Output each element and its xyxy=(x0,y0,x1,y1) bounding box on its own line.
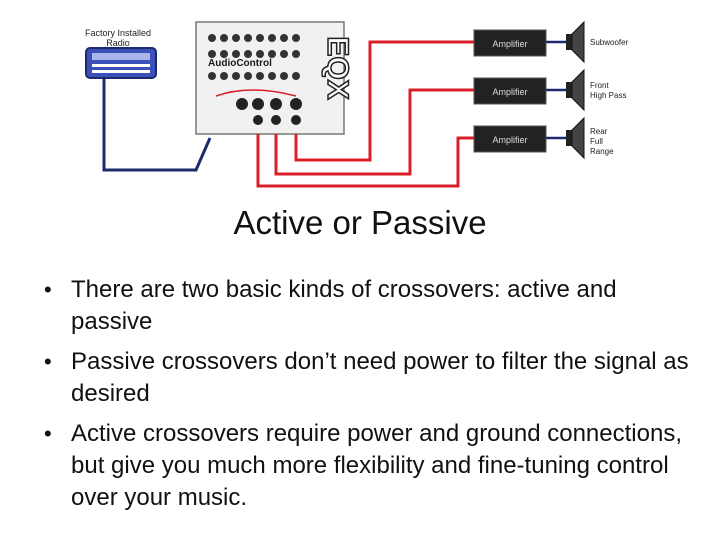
svg-text:Rear: Rear xyxy=(590,127,608,136)
bullet-dot: • xyxy=(44,349,52,374)
bullet-dot: • xyxy=(44,277,52,302)
amplifier-1: Amplifier xyxy=(473,29,547,57)
speaker-subwoofer: Subwoofer xyxy=(566,20,629,64)
svg-text:Front: Front xyxy=(590,81,609,90)
bullet-item: • Active crossovers require power and gro… xyxy=(44,418,694,514)
bullet-item: • Passive crossovers don’t need power to … xyxy=(44,346,694,410)
radio-label-line2: Radio xyxy=(106,38,130,48)
bullet-text: Active crossovers require power and grou… xyxy=(71,420,682,511)
svg-text:Range: Range xyxy=(590,147,614,156)
svg-text:Amplifier: Amplifier xyxy=(492,87,527,97)
bullet-item: • There are two basic kinds of crossovers… xyxy=(44,274,694,338)
svg-text:High Pass: High Pass xyxy=(590,91,626,100)
svg-text:Full: Full xyxy=(590,137,603,146)
svg-text:Subwoofer: Subwoofer xyxy=(590,38,629,47)
svg-text:Amplifier: Amplifier xyxy=(492,39,527,49)
signal-wires xyxy=(256,40,474,188)
brand-label: AudioControl xyxy=(208,58,272,69)
bullet-text: Passive crossovers don’t need power to f… xyxy=(71,348,689,407)
speaker-wires xyxy=(546,40,566,140)
model-label: EQX xyxy=(321,36,354,99)
speaker-rear-full-range: Rear Full Range xyxy=(566,116,614,160)
eqx-crossover-unit: AudioControl EQX xyxy=(195,21,355,135)
radio-label-line1: Factory Installed xyxy=(85,28,151,38)
svg-text:Amplifier: Amplifier xyxy=(492,135,527,145)
slide-title: Active or Passive xyxy=(233,204,487,241)
factory-radio: Factory Installed Radio xyxy=(85,28,157,79)
crossover-wiring-diagram: Factory Installed Radio AudioControl EQX… xyxy=(85,20,629,188)
amplifier-3: Amplifier xyxy=(473,125,547,153)
bullet-text: There are two basic kinds of crossovers:… xyxy=(71,276,617,335)
radio-to-crossover-wire xyxy=(102,78,212,172)
amplifier-2: Amplifier xyxy=(473,77,547,105)
bullet-list: • There are two basic kinds of crossovers… xyxy=(44,274,694,522)
speaker-front-high-pass: Front High Pass xyxy=(566,68,626,112)
bullet-dot: • xyxy=(44,421,52,446)
